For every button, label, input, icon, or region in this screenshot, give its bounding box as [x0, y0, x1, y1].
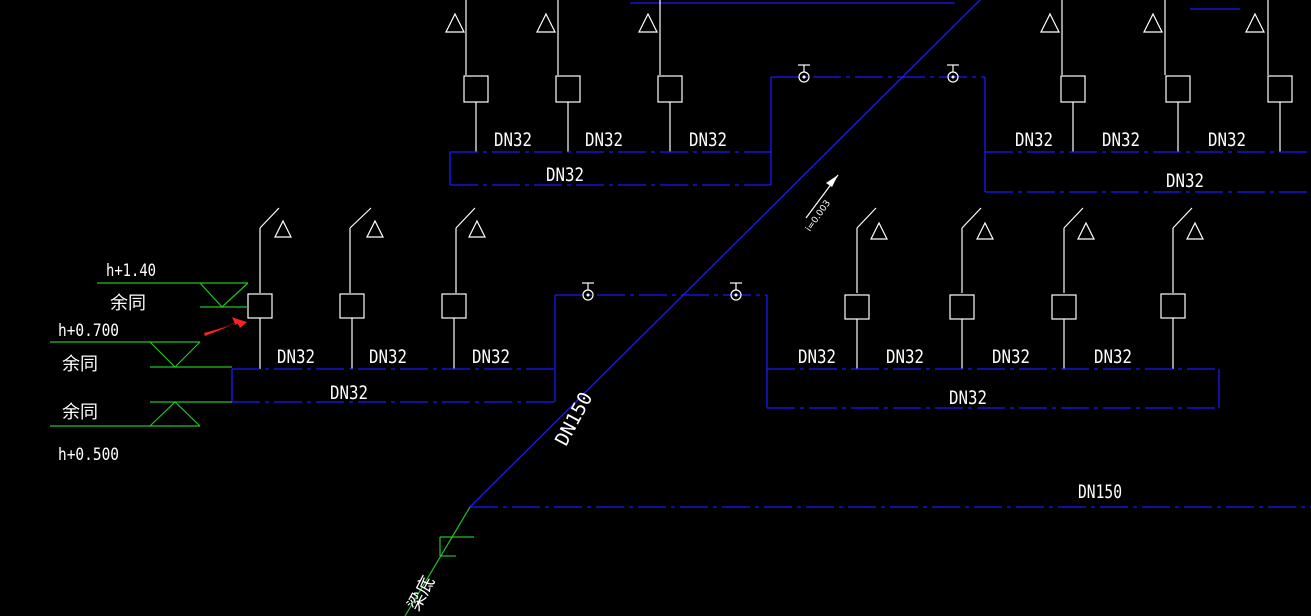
- fixture-drain-11: [949, 207, 994, 369]
- fixture-drain-10: [844, 207, 888, 369]
- upper-left-branch: [445, 0, 985, 186]
- fixture-drain-6: [1245, 0, 1293, 152]
- pipe-label-dn32: DN32: [689, 129, 727, 151]
- fixture-drain-1: [445, 0, 489, 152]
- pipe-label-dn32: DN32: [472, 346, 510, 368]
- fixture-drain-8: [339, 207, 384, 369]
- cleanout-icon: [947, 64, 959, 83]
- pipe-label-dn32: DN32: [546, 164, 584, 186]
- slope-label: i=0.003: [804, 199, 833, 234]
- beam-bottom-label: 梁底: [404, 573, 439, 615]
- pipe-label-dn32: DN32: [798, 346, 836, 368]
- cleanout-icon: [582, 282, 594, 301]
- pipe-label-dn32: DN32: [494, 129, 532, 151]
- same-note-label: 余同: [62, 354, 98, 375]
- cleanout-icon: [798, 64, 810, 83]
- pipe-label-dn32: DN32: [949, 387, 987, 409]
- beam-bottom-marker: [404, 506, 474, 616]
- pipe-label-dn32: DN32: [585, 129, 623, 151]
- lower-right-branch: [766, 207, 1220, 409]
- fixture-drain-4: [1040, 0, 1086, 152]
- dn150-horizontal-label: DN150: [1078, 481, 1122, 503]
- pipe-label-dn32: DN32: [1094, 346, 1132, 368]
- same-note-label: 余同: [110, 293, 146, 314]
- level-marker-top: [97, 282, 249, 308]
- pipe-label-dn32: DN32: [1208, 129, 1246, 151]
- pipe-label-dn32: DN32: [886, 346, 924, 368]
- upper-right-branch: [984, 0, 1311, 193]
- level-label-mid: h+0.700: [58, 321, 119, 341]
- fixture-drain-12: [1051, 207, 1095, 369]
- fixture-drain-3: [638, 0, 683, 152]
- dn150-diagonal-pipe: [469, 0, 981, 508]
- pipe-label-dn32: DN32: [277, 346, 315, 368]
- pipe-label-dn32: DN32: [330, 382, 368, 404]
- fixture-drain-2: [536, 0, 581, 152]
- pipe-label-dn32: DN32: [1102, 129, 1140, 151]
- pipe-label-dn32: DN32: [992, 346, 1030, 368]
- slope-arrow: [805, 174, 839, 219]
- lower-left-branch: [231, 207, 767, 403]
- pipe-label-dn32: DN32: [1166, 170, 1204, 192]
- level-marker-mid: [50, 341, 232, 368]
- fixture-drain-5: [1143, 0, 1191, 152]
- pipe-label-dn32: DN32: [1015, 129, 1053, 151]
- level-marker-bottom: [50, 401, 232, 427]
- pipe-label-dn32: DN32: [369, 346, 407, 368]
- fixture-drain-9: [441, 207, 486, 369]
- level-label-bottom: h+0.500: [58, 445, 119, 465]
- level-label-top: h+1.40: [106, 261, 156, 281]
- pointer-arrow-icon: [204, 317, 247, 336]
- top-partial-pipe: [630, 2, 1240, 10]
- fixture-drain-7: [247, 207, 292, 369]
- fixture-drain-13: [1160, 207, 1204, 369]
- same-note-label: 余同: [62, 402, 98, 423]
- cleanout-icon: [730, 282, 742, 301]
